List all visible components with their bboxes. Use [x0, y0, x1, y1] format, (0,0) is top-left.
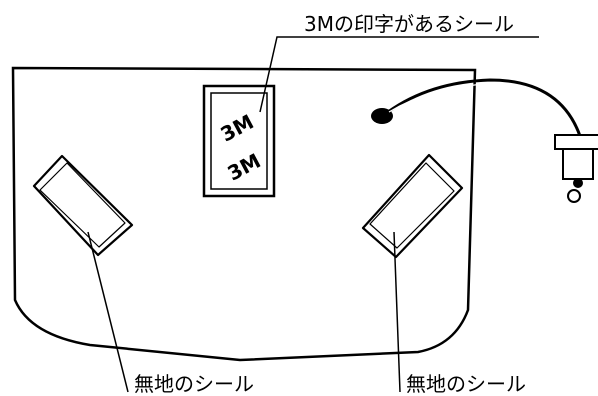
3m-seal: 3M 3M — [202, 84, 276, 198]
left-foot-pad — [32, 154, 134, 257]
left-pad-label: 無地のシール — [134, 372, 254, 396]
right-pad-label: 無地のシール — [406, 372, 526, 396]
right-pad-leader — [393, 231, 401, 393]
base-body — [11, 66, 477, 362]
plug-connector — [554, 134, 598, 203]
left-pad-leader — [87, 231, 129, 393]
right-foot-pad — [361, 153, 464, 259]
top-seal-leader — [259, 36, 539, 113]
sensor-dot — [371, 108, 393, 124]
cable-wire — [387, 78, 582, 137]
cable-wire-inner — [388, 83, 576, 137]
top-seal-label: 3Mの印字があるシール — [304, 12, 514, 36]
